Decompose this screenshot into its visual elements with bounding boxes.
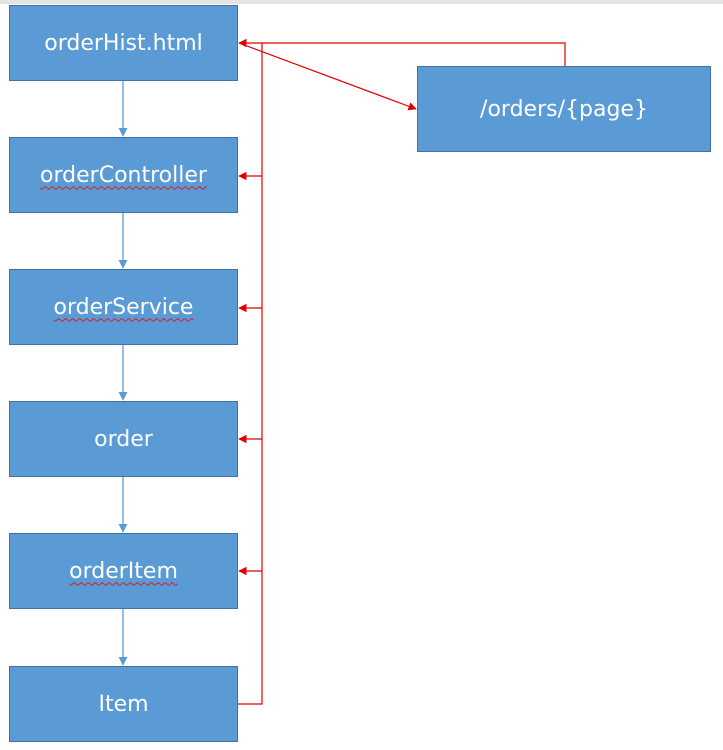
node-label: orderController	[40, 162, 207, 188]
node-orderservice[interactable]: orderService	[9, 269, 238, 345]
node-order[interactable]: order	[9, 401, 238, 477]
node-ordercontroller[interactable]: orderController	[9, 137, 238, 213]
node-label: orderItem	[69, 558, 178, 584]
node-item[interactable]: Item	[9, 666, 238, 742]
node-orderitem[interactable]: orderItem	[9, 533, 238, 609]
node-label: orderService	[53, 294, 194, 320]
node-label: orderHist.html	[44, 30, 203, 56]
node-label: /orders/{page}	[480, 96, 648, 122]
request-arrow-to-orders-page	[238, 42, 417, 111]
return-bus-line	[238, 43, 263, 705]
node-label: order	[94, 426, 153, 452]
node-orders-page[interactable]: /orders/{page}	[417, 66, 711, 152]
node-orderhist-html[interactable]: orderHist.html	[9, 5, 238, 81]
node-label: Item	[98, 691, 149, 717]
request-return-line	[262, 42, 566, 66]
window-top-border	[0, 0, 723, 4]
